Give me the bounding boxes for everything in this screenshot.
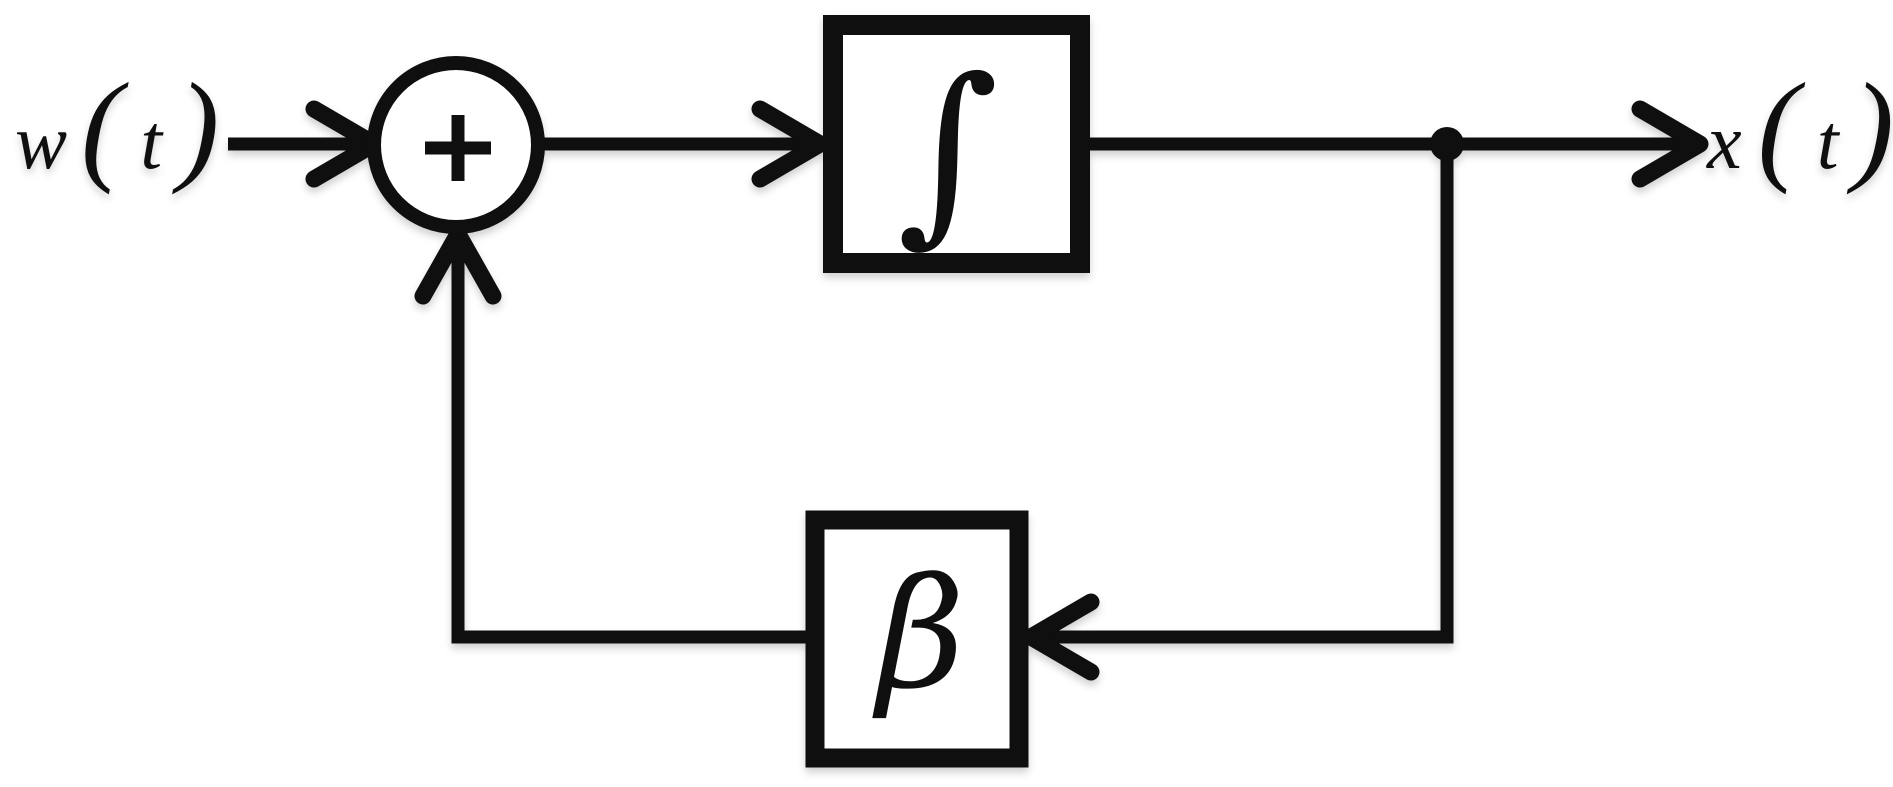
output-signal-label: x(t) <box>1706 58 1893 195</box>
feedback-gain-symbol: β <box>872 546 965 723</box>
pickoff-point-dot <box>1430 127 1464 161</box>
beta-to-summer-feedback-line <box>451 242 806 644</box>
input-signal-label: w(t) <box>15 58 219 195</box>
integrator-box <box>823 15 1090 273</box>
plus-symbol <box>425 115 491 181</box>
beta-input-arrowhead-icon <box>1022 593 1100 681</box>
feedback-gain-box <box>805 510 1029 768</box>
branch-down-feedback-line <box>1036 150 1454 644</box>
integrator-symbol: ∫ <box>897 37 999 264</box>
summer-feedback-arrowhead-icon <box>414 225 502 305</box>
integrator-input-arrowhead-icon <box>751 100 829 188</box>
output-arrowhead-icon <box>1631 100 1709 188</box>
